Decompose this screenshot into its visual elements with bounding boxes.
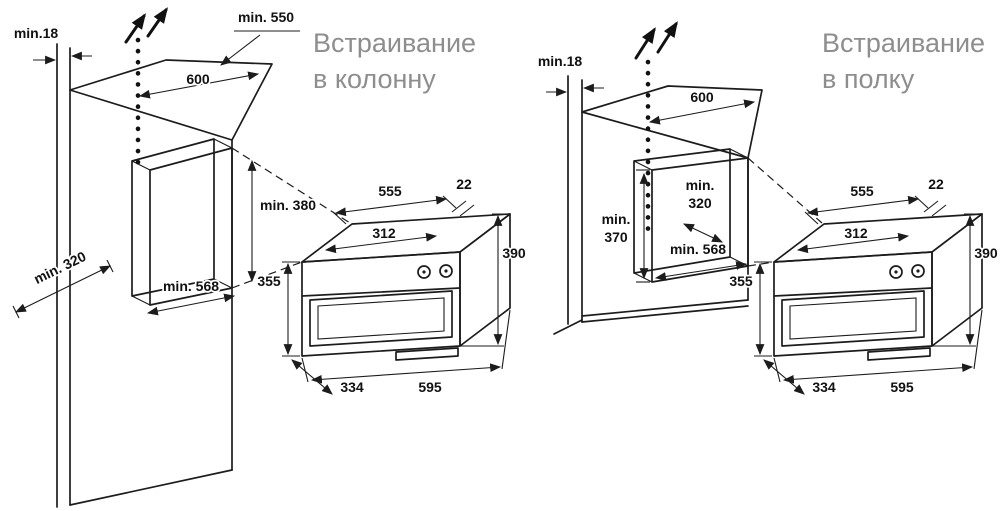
projection-line-top xyxy=(747,157,823,224)
shelf-title-line1: Встраивание xyxy=(822,28,985,58)
dim-label-min320-b: 320 xyxy=(688,195,712,211)
dim-355: 355 xyxy=(256,261,300,357)
projection-line-top xyxy=(231,147,351,224)
dim-label-min18: min.18 xyxy=(14,25,59,41)
oven-front-face xyxy=(773,251,933,357)
knob-center-dot xyxy=(916,269,920,273)
bottom-depth-edge xyxy=(553,319,583,335)
dim-312: 312 xyxy=(324,223,438,254)
control-panel-line xyxy=(773,287,933,297)
dim-label-22: 22 xyxy=(928,176,944,192)
column-title-line1: Встраивание xyxy=(313,28,476,58)
dim-390: 390 xyxy=(460,213,528,347)
dim-label-334: 334 xyxy=(812,379,836,395)
dim-label-595: 595 xyxy=(418,379,442,395)
control-knob xyxy=(911,264,925,278)
dim-label-312: 312 xyxy=(372,225,396,241)
door-window xyxy=(317,297,445,340)
dim-22: 22 xyxy=(923,174,947,217)
control-knob xyxy=(417,265,431,279)
dim-min320-shelf: min. 320 xyxy=(683,175,723,243)
shelf-niche xyxy=(633,148,749,283)
ventilation-arrow-icon xyxy=(634,27,656,60)
ventilation-arrow-icon xyxy=(656,21,678,54)
airflow-indicator xyxy=(124,7,168,169)
column-title-line2: в колонну xyxy=(313,64,436,94)
shelf-title-line2: в полку xyxy=(822,64,915,94)
oven-right-face xyxy=(931,213,983,347)
dim-label-min370-a: min. xyxy=(602,211,631,227)
niche-back xyxy=(131,138,215,297)
dim-22: 22 xyxy=(451,174,475,217)
dim-label-355: 355 xyxy=(257,273,281,289)
dim-label-555: 555 xyxy=(378,183,402,199)
dim-min370: min. 370 xyxy=(600,169,650,283)
dim-min550: min. 550 xyxy=(220,7,300,66)
dim-555: 555 xyxy=(332,181,457,225)
dim-390: 390 xyxy=(932,213,1000,347)
dim-312: 312 xyxy=(796,223,910,254)
oven-projection-left: 555 22 390 355 312 334 xyxy=(256,174,528,397)
knob-center-dot xyxy=(444,269,448,273)
door-handle xyxy=(395,347,459,361)
dim-355: 355 xyxy=(728,261,772,357)
dim-label-390: 390 xyxy=(502,245,526,261)
column-cabinet xyxy=(56,43,273,508)
dim-min320-column: min. 320 xyxy=(12,246,114,319)
dim-label-min370-b: 370 xyxy=(604,229,628,245)
ventilation-arrow-icon xyxy=(124,13,146,44)
dim-min568-column: min. 568 xyxy=(146,276,236,316)
column-installation-view: Встраивание в колонну xyxy=(12,7,476,508)
dim-label-595: 595 xyxy=(890,379,914,395)
control-knob xyxy=(439,264,453,278)
dim-label-555: 555 xyxy=(850,183,874,199)
cabinet-bottom-edge xyxy=(69,469,233,506)
oven-projection-right: 555 22 390 355 312 334 xyxy=(728,174,1000,397)
cabinet-bottom-thickness xyxy=(581,305,749,323)
dim-600-column: 600 xyxy=(138,69,260,99)
dim-min18-column: min.18 xyxy=(12,23,92,65)
dim-label-334: 334 xyxy=(340,379,364,395)
oven-door xyxy=(309,290,453,347)
dim-600-shelf: 600 xyxy=(648,87,756,125)
ventilation-arrow-icon xyxy=(146,7,168,38)
oven-body xyxy=(301,213,511,361)
dim-555: 555 xyxy=(804,181,929,225)
dim-label-600: 600 xyxy=(186,71,210,87)
shelf-installation-view: Встраивание в полку xyxy=(536,21,985,335)
dim-595: 595 xyxy=(773,309,983,397)
knob-center-dot xyxy=(894,270,898,274)
cabinet-bottom-edge xyxy=(581,299,749,317)
oven-right-face xyxy=(459,213,511,347)
dim-label-312: 312 xyxy=(844,225,868,241)
airflow-indicator xyxy=(634,21,678,233)
projection-line-bottom xyxy=(747,261,775,267)
control-knob xyxy=(889,265,903,279)
dim-label-min18: min.18 xyxy=(538,53,583,69)
shelf-cabinet xyxy=(553,75,763,335)
door-handle xyxy=(867,347,931,361)
dim-label-min550: min. 550 xyxy=(238,9,294,25)
dim-min568-shelf: min. 568 xyxy=(654,239,748,281)
dim-label-min380: min. 380 xyxy=(260,197,316,213)
oven-door xyxy=(781,290,925,347)
dim-min380: min. 380 xyxy=(247,159,318,283)
dim-label-min568: min. 568 xyxy=(670,241,726,257)
dim-label-355: 355 xyxy=(729,273,753,289)
dim-label-min568: min. 568 xyxy=(163,278,219,294)
dim-label-22: 22 xyxy=(456,176,472,192)
oven-front-face xyxy=(301,251,461,357)
cabinet-top-face xyxy=(581,85,763,159)
dim-595: 595 xyxy=(301,309,511,397)
dim-label-600: 600 xyxy=(690,89,714,105)
dim-min18-shelf: min.18 xyxy=(536,51,604,97)
dim-label-min320-a: min. xyxy=(686,177,715,193)
dim-label-390: 390 xyxy=(974,245,998,261)
cabinet-top-face xyxy=(69,59,273,141)
door-window xyxy=(789,297,917,340)
oven-body xyxy=(773,213,983,361)
knob-center-dot xyxy=(422,270,426,274)
control-panel-line xyxy=(301,287,461,297)
